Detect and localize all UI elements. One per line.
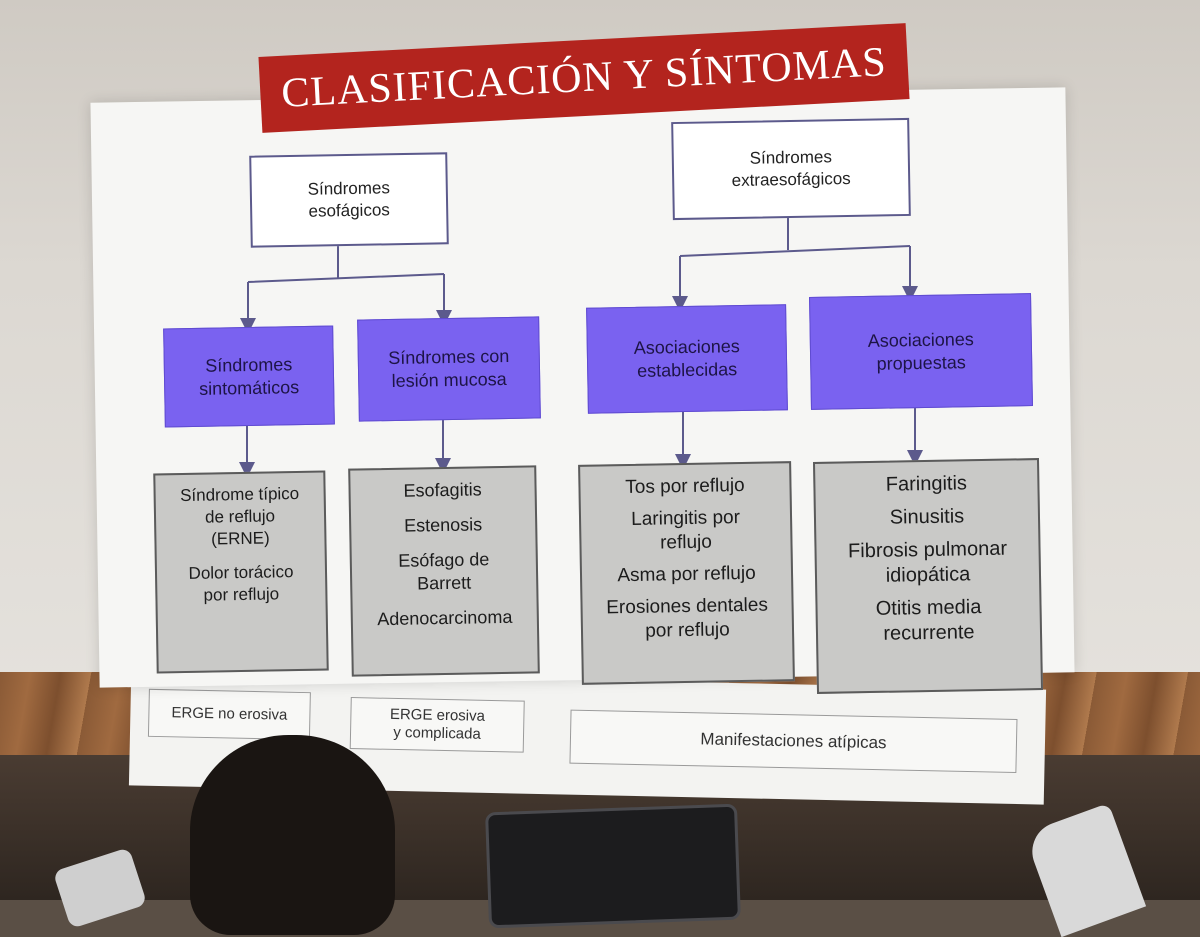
legend-erosiva: ERGE erosiva y complicada (349, 697, 525, 753)
node-label: Síndromes esofágicos (307, 178, 391, 221)
node-sindromes-esofagicos: Síndromes esofágicos (249, 152, 449, 248)
node-sindromes-extraesofagicos: Síndromes extraesofágicos (671, 117, 911, 221)
detail-item: Faringitis (885, 472, 968, 496)
legend-label: ERGE erosiva y complicada (389, 705, 486, 743)
category-label: Síndromes con lesión mucosa (388, 345, 510, 392)
detail-sintomaticos: Síndrome típico de reflujo (ERNE) Dolor … (153, 470, 329, 674)
detail-item: Tos por reflujo (625, 474, 745, 499)
node-label: Síndromes extraesofágicos (731, 147, 851, 191)
detail-item: Esófago de Barrett (398, 549, 490, 594)
audience-head-silhouette (190, 735, 395, 935)
detail-item: Esofagitis (403, 479, 482, 501)
detail-lesion-mucosa: Esofagitis Estenosis Esófago de Barrett … (348, 465, 540, 677)
category-propuestas: Asociaciones propuestas (809, 293, 1033, 410)
detail-item: Fibrosis pulmonar idiopática (847, 537, 1008, 587)
category-label: Asociaciones establecidas (633, 336, 740, 381)
detail-establecidas: Tos por reflujo Laringitis por reflujo A… (578, 461, 795, 685)
chair-back (485, 803, 741, 929)
legend-label: ERGE no erosiva (171, 704, 288, 724)
detail-item: Sinusitis (889, 505, 965, 529)
legend-no-erosiva: ERGE no erosiva (147, 688, 311, 741)
detail-item: Estenosis (403, 514, 483, 536)
detail-item: Laringitis por reflujo (630, 507, 741, 554)
detail-item: Otitis media recurrente (875, 596, 982, 645)
legend-label: Manifestaciones atípicas (700, 729, 887, 753)
detail-propuestas: Faringitis Sinusitis Fibrosis pulmonar i… (812, 458, 1044, 694)
detail-item: Erosiones dentales por reflujo (606, 594, 769, 642)
category-sintomaticos: Síndromes sintomáticos (163, 325, 335, 428)
legend-atipicas: Manifestaciones atípicas (569, 709, 1018, 773)
detail-item: Adenocarcinoma (377, 606, 513, 630)
detail-item: Síndrome típico de reflujo (ERNE) (179, 483, 300, 549)
detail-item: Asma por reflujo (617, 562, 756, 587)
category-label: Síndromes sintomáticos (198, 353, 300, 399)
category-establecidas: Asociaciones establecidas (586, 304, 788, 414)
category-lesion-mucosa: Síndromes con lesión mucosa (357, 316, 541, 422)
detail-item: Dolor torácico por reflujo (188, 562, 294, 605)
category-label: Asociaciones propuestas (867, 328, 974, 374)
